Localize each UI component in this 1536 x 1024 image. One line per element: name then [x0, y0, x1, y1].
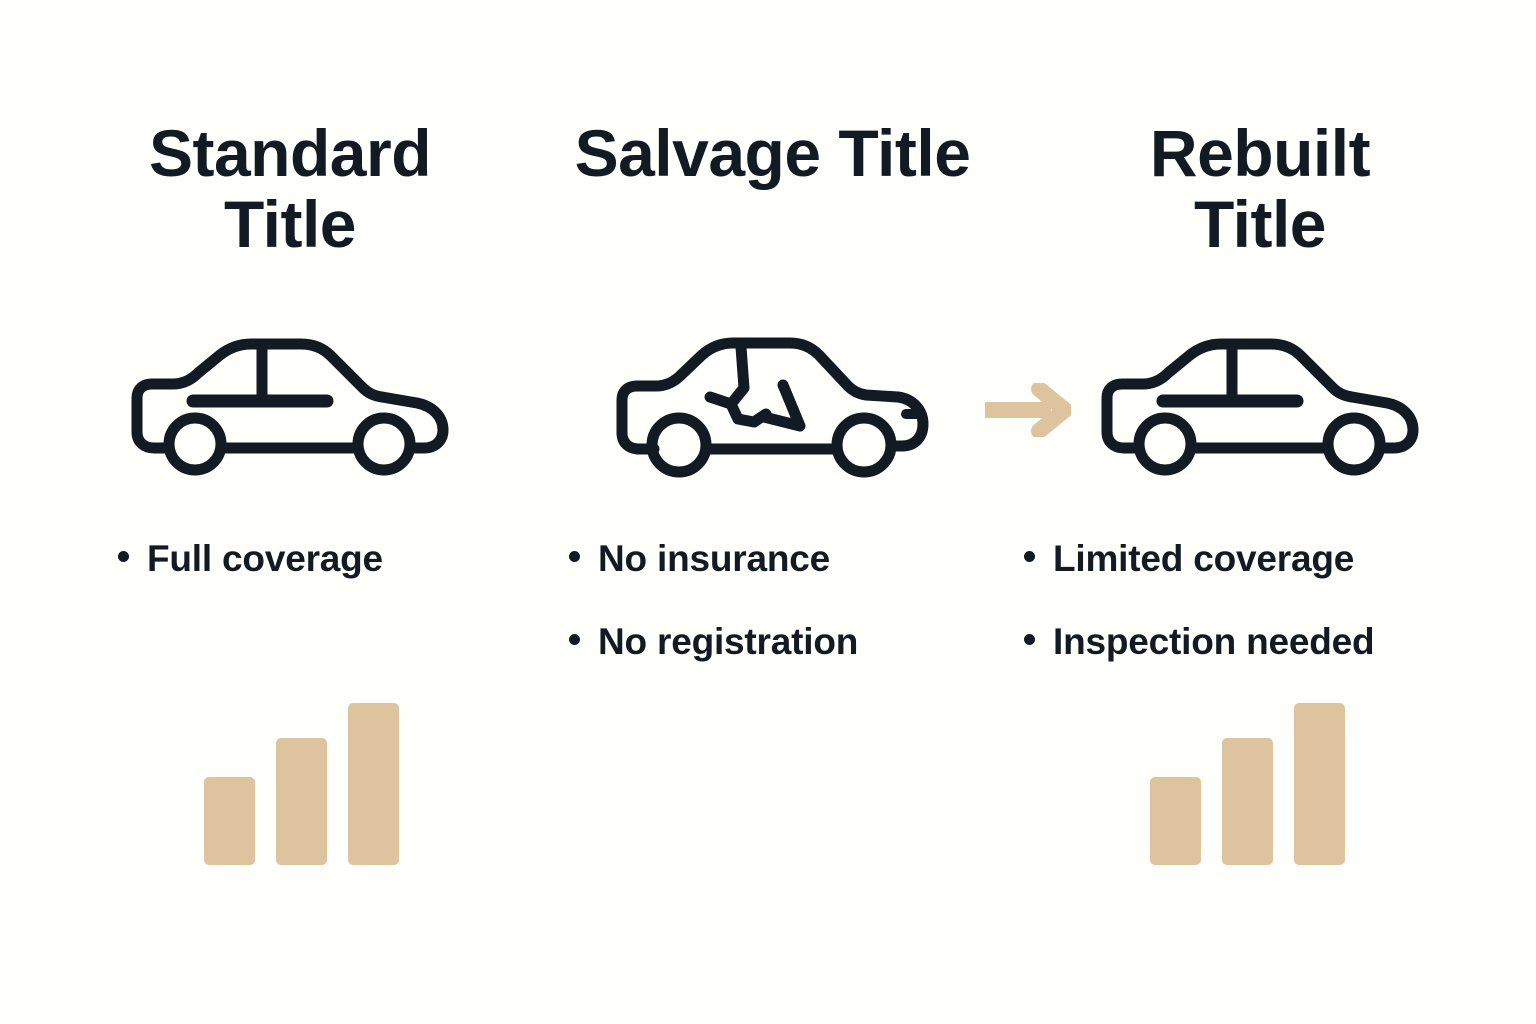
bullet-list-standard: Full coverage [60, 538, 578, 621]
bullet-list-rebuilt: Limited coverage Inspection needed [1010, 538, 1524, 705]
bar-3 [348, 703, 399, 865]
transition-arrow-wrap [979, 381, 1073, 439]
list-item: No registration [569, 621, 1024, 662]
bar-2 [1222, 738, 1273, 865]
icon-wrap-salvage [545, 326, 1034, 486]
car-intact-icon [1101, 338, 1419, 476]
column-standard-title: Standard Title Full coverage [60, 0, 520, 1024]
heading-rebuilt-title: Rebuilt Title [1149, 116, 1371, 262]
bar-1 [204, 777, 255, 865]
bullet-list-salvage: No insurance No registration [545, 538, 1024, 705]
list-item: Full coverage [118, 538, 578, 579]
list-item: Limited coverage [1024, 538, 1524, 579]
icon-wrap-rebuilt [1010, 326, 1536, 486]
bullet-label: Limited coverage [1053, 538, 1355, 579]
bullet-label: Inspection needed [1053, 621, 1375, 663]
bar-1 [1150, 777, 1201, 865]
bar-chart-standard [204, 690, 399, 865]
column-rebuilt-title: Rebuilt Title Limited coverage Inspectio… [1010, 0, 1510, 1024]
bar-3 [1294, 703, 1345, 865]
icon-wrap-standard [60, 326, 542, 486]
car-intact-icon [131, 338, 449, 476]
bullet-dot-icon [118, 551, 129, 562]
bullet-dot-icon [1024, 634, 1035, 646]
list-item: Inspection needed [1024, 621, 1524, 662]
bullet-dot-icon [569, 551, 580, 562]
bar-2 [276, 738, 327, 865]
bullet-label: No registration [598, 621, 859, 663]
car-damaged-icon [616, 337, 929, 477]
bullet-dot-icon [1024, 551, 1035, 562]
arrow-right-icon [979, 381, 1073, 439]
heading-standard-title: Standard Title [148, 116, 432, 262]
list-item: No insurance [569, 538, 1024, 579]
bullet-label: No insurance [598, 538, 830, 579]
heading-salvage-title: Salvage Title [574, 116, 971, 190]
bullet-label: Full coverage [147, 538, 383, 579]
bar-chart-rebuilt [1150, 690, 1345, 865]
bullet-dot-icon [569, 634, 580, 646]
column-salvage-title: Salvage Title [545, 0, 1000, 1024]
